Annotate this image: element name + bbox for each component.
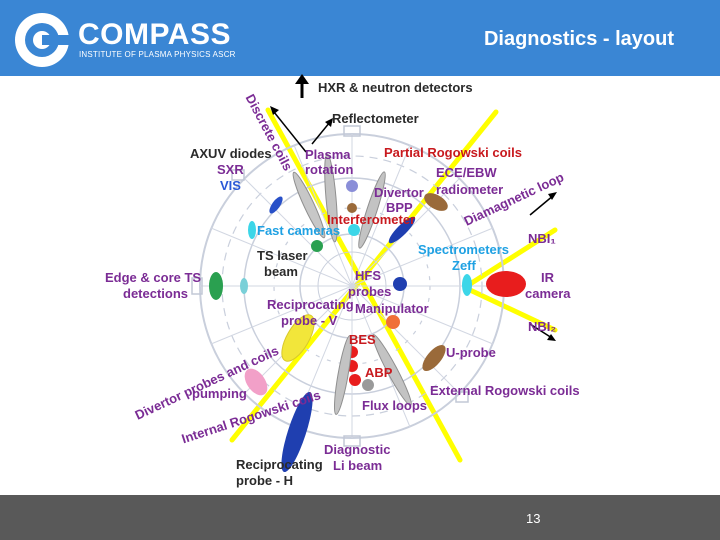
axuv-diodes-element <box>269 196 283 214</box>
label-bes: BES <box>349 332 376 347</box>
label-diagnostic-li-beam-line2: Li beam <box>333 458 383 473</box>
label-hfs-probes-line2: probes <box>348 284 392 299</box>
manipulator-dot <box>386 315 400 329</box>
ece-ebw-element <box>424 193 448 211</box>
label-axuv-diodes: AXUV diodes <box>190 146 272 161</box>
arrows <box>270 74 557 341</box>
label-fast-cameras: Fast cameras <box>257 223 341 238</box>
label-ece-ebw-line2: radiometer <box>436 182 504 197</box>
label-divertor-bpp-line2: BPP <box>386 200 413 215</box>
lower-port-element-1 <box>333 335 353 415</box>
label-flux-loops: Flux loops <box>362 398 427 413</box>
edge-ts-small-element <box>240 278 248 294</box>
beam-line-right-diagonal <box>229 109 499 443</box>
interferometer-element <box>358 171 386 249</box>
beam-line-nbi2 <box>467 287 558 333</box>
nbi1-arrow-icon <box>548 192 557 200</box>
plasma-rotation-element <box>292 171 326 239</box>
label-abp: ABP <box>365 365 393 380</box>
plasma-rotation-dot <box>346 180 358 192</box>
label-reciprocating-h-line1: Reciprocating <box>236 457 323 472</box>
label-plasma-rotation-line1: Plasma <box>305 147 351 162</box>
slide-title: Diagnostics - layout <box>483 28 674 50</box>
footer-bar: 13 <box>0 495 720 540</box>
edge-core-ts-element <box>209 272 223 300</box>
vessel-spokes <box>200 134 504 438</box>
label-plasma-rotation-line2: rotation <box>305 162 354 177</box>
bes-dot-3 <box>349 374 361 386</box>
compass-logo-icon <box>15 13 72 67</box>
label-reciprocating-h-line2: probe - H <box>236 473 294 488</box>
hfs-probe-dot <box>393 277 407 291</box>
discrete-coils-arrow-icon <box>270 106 279 115</box>
label-partial-rogowski-coils: Partial Rogowski coils <box>384 145 522 160</box>
ts-laser-dot <box>311 240 323 252</box>
label-ir-camera-line1: IR <box>541 270 554 285</box>
bpp-element <box>388 216 416 244</box>
label-edge-core-ts-line2: detections <box>123 286 189 301</box>
reciprocating-h-element <box>281 391 313 473</box>
label-spectrometers: Spectrometers <box>418 242 510 257</box>
lower-port-element-2 <box>372 334 412 406</box>
label-hxr-neutron-detectors: HXR & neutron detectors <box>318 80 473 95</box>
label-hfs-probes-line1: HFS <box>355 268 381 283</box>
pumping-element <box>244 368 268 396</box>
label-ts-laser-line1: TS laser <box>257 248 308 263</box>
label-reciprocating-v-line1: Reciprocating <box>267 297 354 312</box>
label-reflectometer: Reflectometer <box>332 111 419 126</box>
compass-logo <box>12 10 72 70</box>
diagnostic-components <box>209 153 526 473</box>
label-reciprocating-v-line2: probe - V <box>281 313 338 328</box>
u-probe-element <box>422 344 446 372</box>
label-divertor-bpp-line1: Divertor <box>374 185 424 200</box>
label-diagnostic-li-beam-line1: Diagnostic <box>324 442 391 457</box>
logo-name: COMPASS <box>78 18 231 51</box>
label-manipulator: Manipulator <box>355 301 429 316</box>
reflectometer-arrow-icon <box>325 118 333 127</box>
label-sxr: SXR <box>217 162 244 177</box>
abp-dot <box>362 379 374 391</box>
label-ts-laser-line2: beam <box>264 264 298 279</box>
label-ir-camera-line2: camera <box>525 286 571 301</box>
label-vis: VIS <box>220 178 241 193</box>
spectrometer-element <box>462 274 472 296</box>
logo-subtitle: INSTITUTE OF PLASMA PHYSICS ASCR <box>79 50 236 59</box>
label-nbi1: NBI₁ <box>528 231 556 246</box>
divertor-bpp-dot <box>347 203 357 213</box>
beam-line-nbi1 <box>467 227 558 287</box>
label-u-probe: U-probe <box>446 345 496 360</box>
label-nbi2: NBI₂ <box>528 319 557 334</box>
fast-cameras-element <box>248 221 256 239</box>
label-interferometer: Interferometer <box>327 212 416 227</box>
ir-camera-element <box>486 271 526 297</box>
beam-line-left-diagonal <box>265 107 463 463</box>
label-external-rogowski-coils: External Rogowski coils <box>430 383 580 398</box>
page-number: 13 <box>526 511 541 526</box>
divertor-probes-element <box>281 314 315 362</box>
label-edge-core-ts-line1: Edge & core TS <box>105 270 202 285</box>
hxr-arrow-icon <box>295 74 309 84</box>
interferometer-dot <box>348 224 360 236</box>
label-zeff: Zeff <box>452 258 476 273</box>
header-bar: COMPASS INSTITUTE OF PLASMA PHYSICS ASCR… <box>0 0 720 76</box>
beam-lines <box>229 107 558 463</box>
reflectometer-element <box>324 153 338 243</box>
label-pumping: pumping <box>192 386 247 401</box>
nbi2-arrow-icon <box>547 334 556 341</box>
label-ece-ebw-line1: ECE/EBW <box>436 165 497 180</box>
